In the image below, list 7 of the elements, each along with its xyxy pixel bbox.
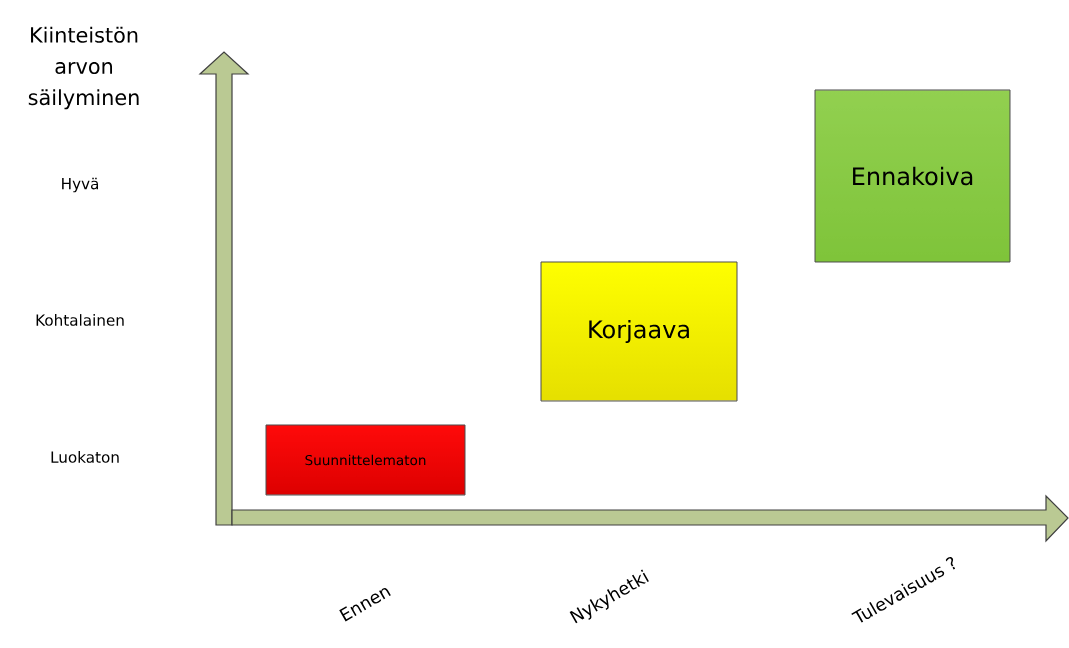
category-box: Suunnittelematon [265,424,466,496]
axis-level-label: Kohtalainen [36,314,124,326]
category-box: Ennakoiva [814,89,1011,263]
axis-title: Kiinteistön arvon säilyminen [28,26,139,110]
axis-level-label: Luokaton [51,451,119,463]
axis-level-label: Hyvä [62,177,98,193]
category-box: Korjaava [540,261,738,402]
